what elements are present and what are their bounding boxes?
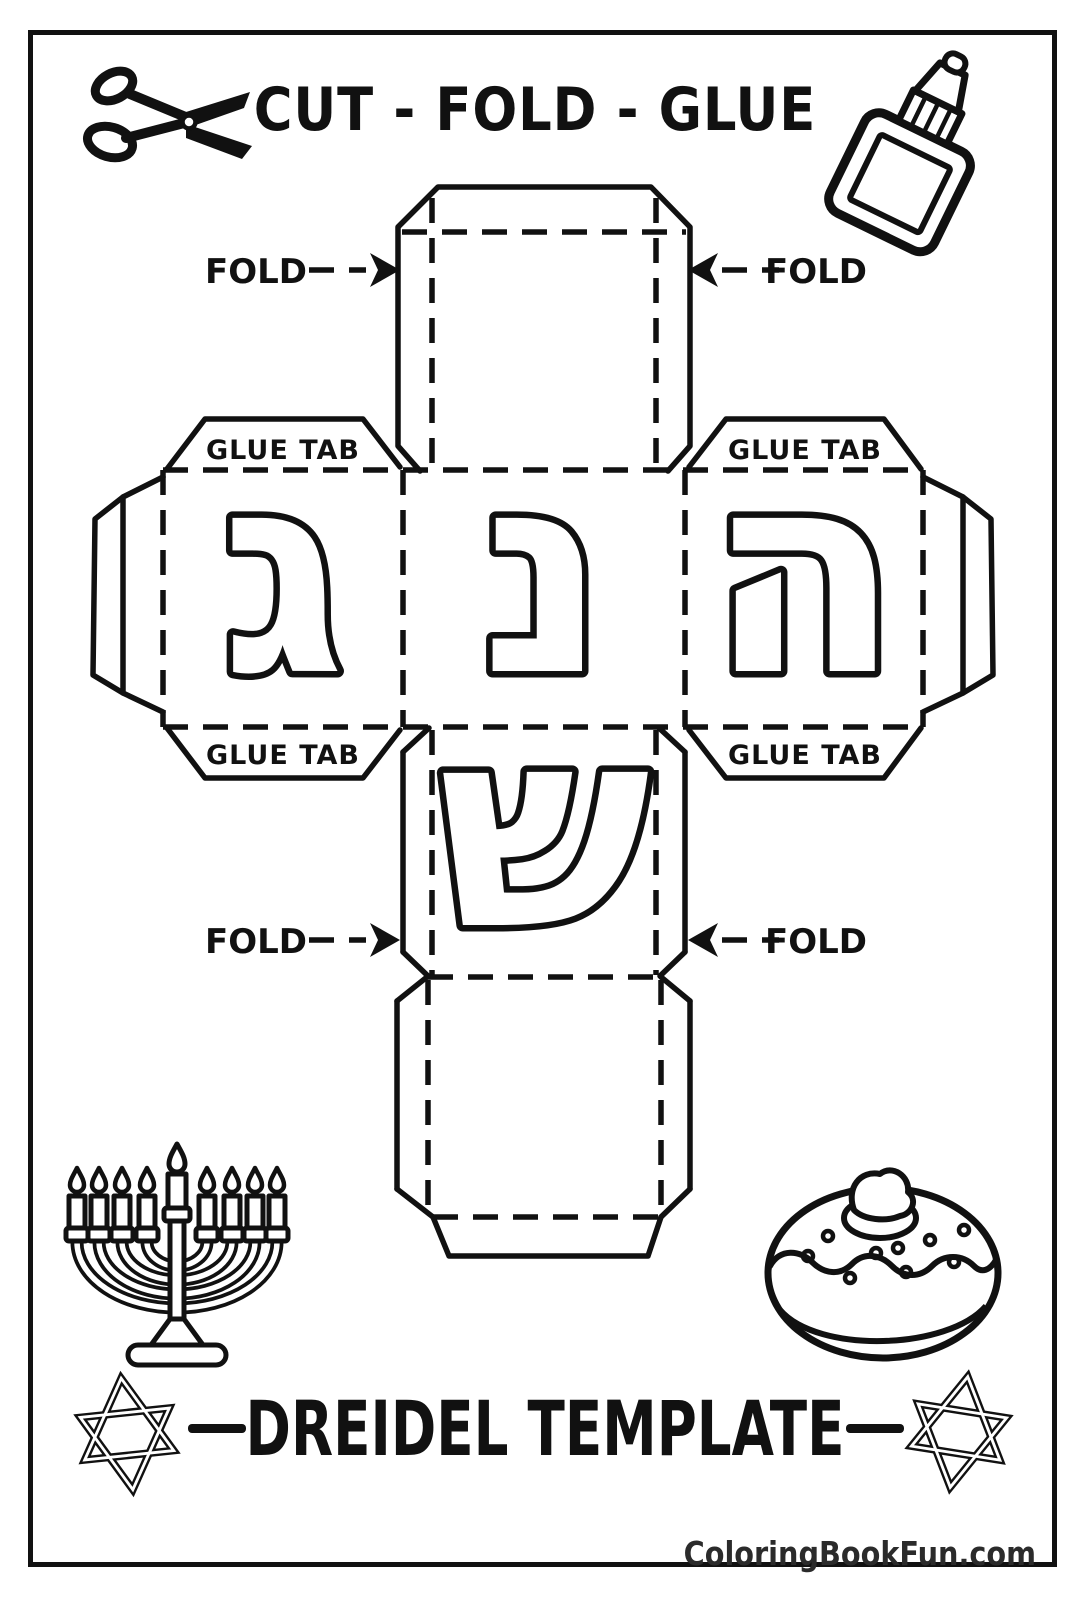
fold-arrow-right-icon xyxy=(370,253,400,287)
net-fold-lines xyxy=(160,198,926,1220)
fold-arrow-left-icon xyxy=(688,923,718,957)
fold-marker-lower-right: FOLD xyxy=(688,922,867,962)
fold-label: FOLD xyxy=(205,252,307,292)
fold-arrow-right-icon xyxy=(370,923,400,957)
glue-bottle-icon xyxy=(824,50,975,257)
glue-tab-label-bottom-right: GLUE TAB xyxy=(728,740,882,771)
footer-title-row: DREIDEL TEMPLATE xyxy=(188,1385,904,1473)
title-dash-left xyxy=(188,1424,246,1433)
fold-marker-lower-left: FOLD xyxy=(205,922,400,962)
website-credit: ColoringBookFun.com xyxy=(683,1534,1036,1573)
glue-tab-label-bottom-left: GLUE TAB xyxy=(206,740,360,771)
fold-label: FOLD xyxy=(765,252,867,292)
letter-hey: ה xyxy=(708,412,900,738)
fold-label: FOLD xyxy=(205,922,307,962)
fold-marker-upper-right: FOLD xyxy=(688,252,867,292)
menorah-candles xyxy=(63,1165,291,1244)
net-cut-lines xyxy=(90,184,996,1259)
glue-tab-label-top-left: GLUE TAB xyxy=(206,435,360,466)
title-dash-right xyxy=(846,1424,904,1433)
donut-sprinkles xyxy=(800,1222,972,1286)
menorah-icon xyxy=(63,1141,291,1368)
letter-shin: ש xyxy=(438,666,650,992)
fold-label: FOLD xyxy=(765,922,867,962)
star-of-david-icon xyxy=(904,1369,1014,1495)
fold-marker-upper-left: FOLD xyxy=(205,252,400,292)
page-title: CUT - FOLD - GLUE xyxy=(253,75,817,145)
footer-title: DREIDEL TEMPLATE xyxy=(246,1385,845,1473)
donut-icon xyxy=(764,1167,1002,1362)
scissors-icon xyxy=(83,66,252,163)
star-of-david-icon xyxy=(73,1370,181,1498)
page-border xyxy=(28,30,1057,1567)
fold-arrow-left-icon xyxy=(688,253,718,287)
letter-gimel: ג xyxy=(220,412,345,738)
letter-nun: נ xyxy=(481,412,608,738)
glue-tab-label-top-right: GLUE TAB xyxy=(728,435,882,466)
